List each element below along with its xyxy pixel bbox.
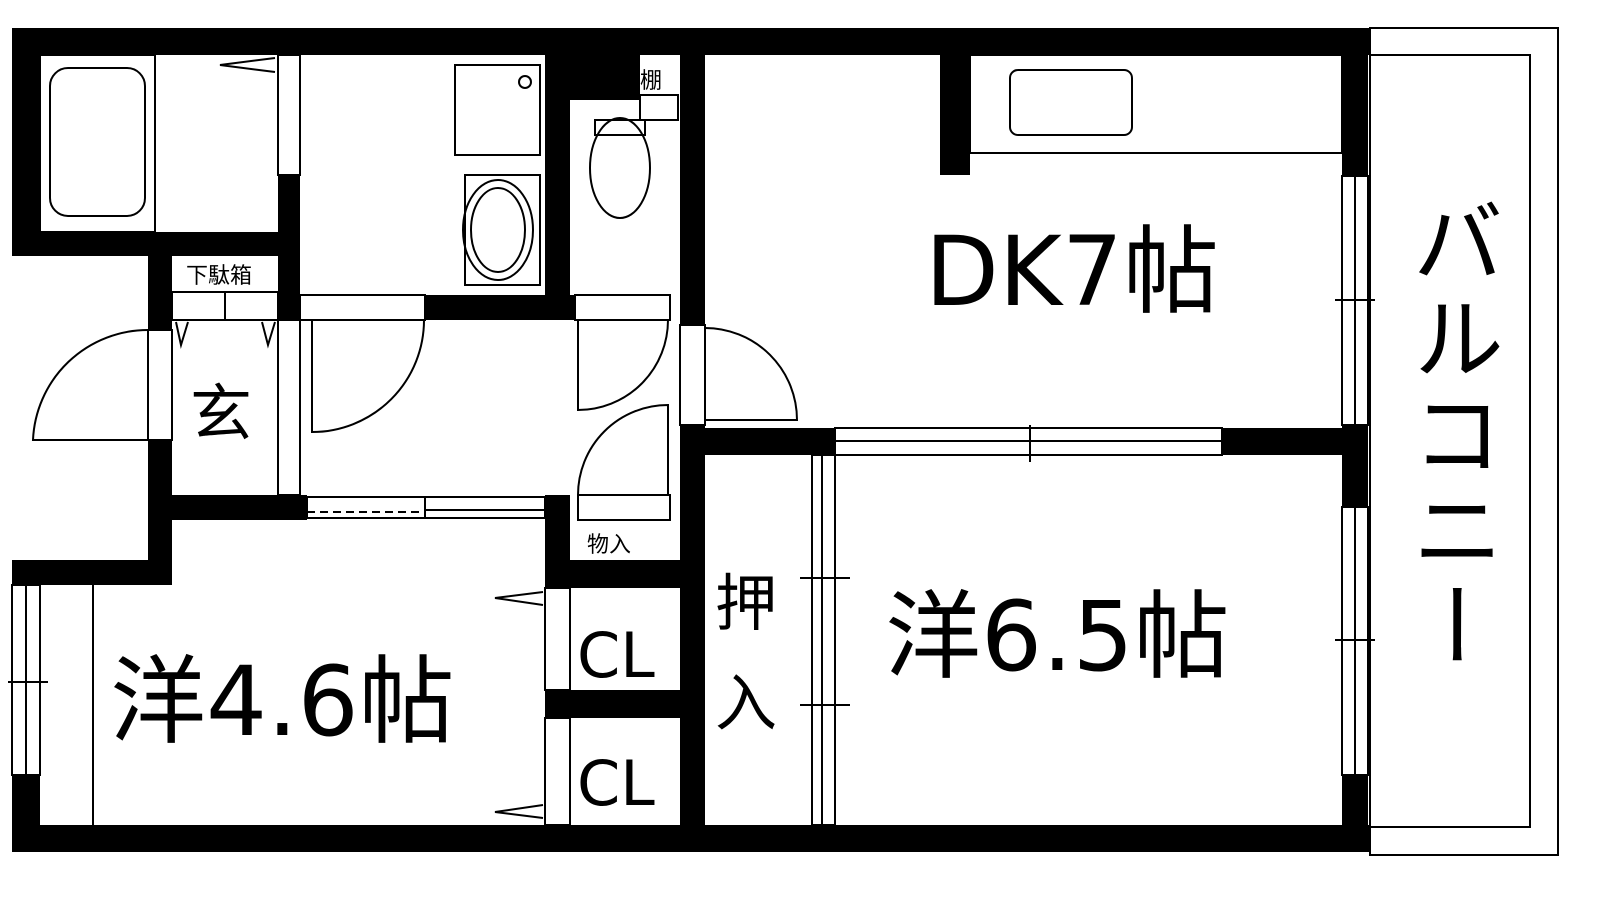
closet-label-2: CL (577, 747, 655, 820)
balcony (1369, 27, 1559, 856)
doors[interactable] (31, 291, 799, 521)
shoe-box-label: 下駄箱 (186, 264, 252, 289)
oshiire-label-2: 入 (715, 667, 777, 740)
washbasin (462, 174, 541, 286)
walls (12, 28, 1370, 852)
shelf-label: 棚 (640, 69, 662, 94)
oshiire-label-1: 押 (715, 567, 777, 640)
room-label-dk: DK7帖 (925, 216, 1219, 328)
washing-machine (454, 64, 541, 156)
storage-label: 物入 (587, 533, 631, 558)
room-label-balcony: バルコニー (1397, 195, 1504, 675)
door-marker (219, 57, 276, 73)
kitchen-counter (969, 54, 1343, 154)
room-label-western-small: 洋4.6帖 (110, 646, 455, 758)
room-label-entrance: 玄 (190, 377, 252, 450)
room-label-western-large: 洋6.5帖 (885, 581, 1230, 693)
bath-door (277, 54, 301, 176)
sliding-doors[interactable] (8, 175, 1375, 826)
bathtub (39, 54, 156, 233)
closet-label-1: CL (577, 619, 655, 692)
toilet (589, 94, 679, 219)
